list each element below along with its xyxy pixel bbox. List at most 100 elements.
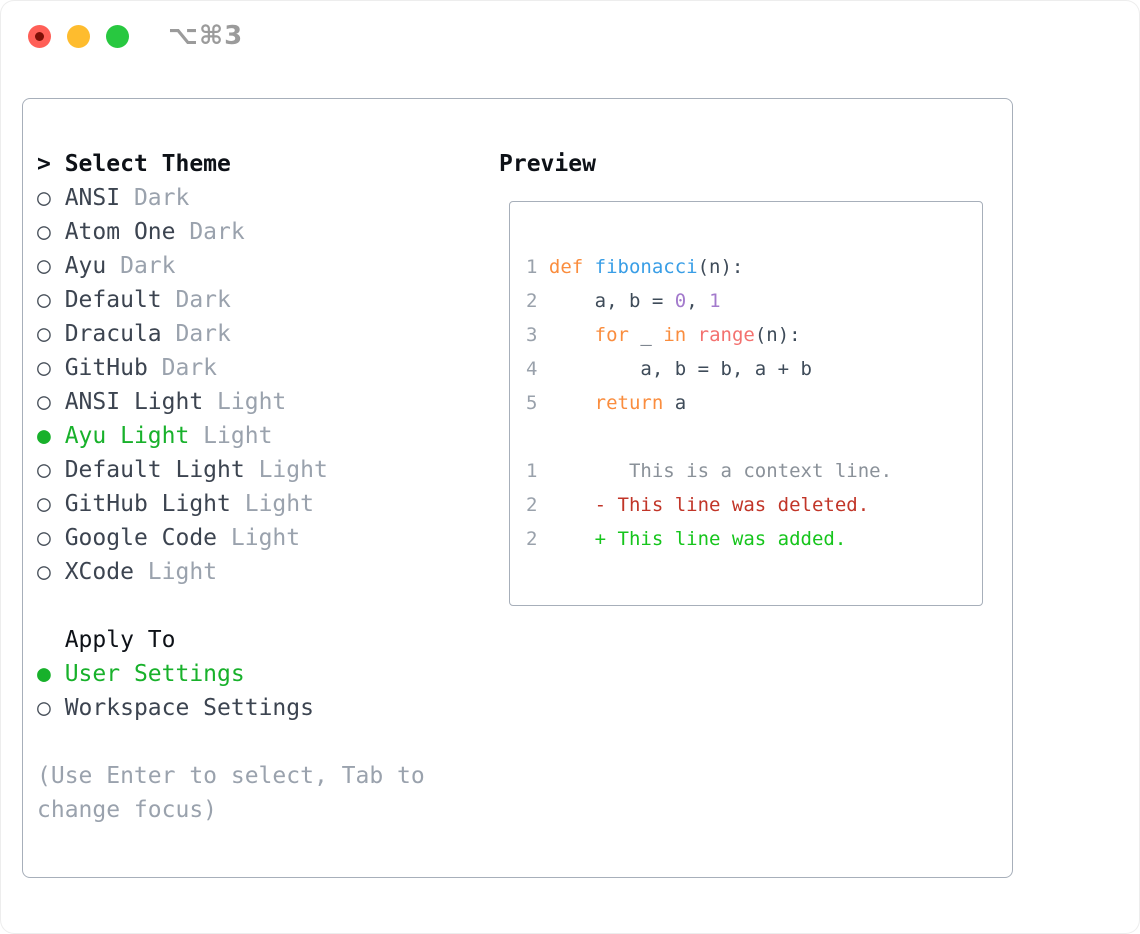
theme-variant-badge: Dark (161, 321, 231, 347)
code-line: 3 for _ in range(n): (526, 318, 892, 352)
theme-variant-badge: Light (203, 389, 287, 415)
theme-list-title: > Select Theme (37, 147, 328, 181)
radio-icon: ○ (37, 457, 65, 483)
radio-icon: ○ (37, 525, 65, 551)
apply-to-title: Apply To (37, 623, 314, 657)
code-line: 5 return a (526, 386, 892, 420)
theme-option[interactable]: ○ GitHub Dark (37, 351, 328, 385)
apply-to-title-label: Apply To (64, 627, 176, 653)
theme-variant-badge: Light (230, 491, 314, 517)
code-token: a, b = b, a + b (548, 358, 812, 380)
theme-name: Default (64, 287, 162, 313)
theme-name: Dracula (64, 321, 162, 347)
theme-option[interactable]: ○ XCode Light (37, 555, 328, 589)
theme-option[interactable]: ○ Atom One Dark (37, 215, 328, 249)
preview-title: Preview (499, 151, 596, 177)
radio-icon: ○ (37, 389, 65, 415)
theme-name: Ayu Light (64, 423, 190, 449)
theme-variant-badge: Light (217, 525, 301, 551)
apply-to-section: Apply To● User Settings○ Workspace Setti… (37, 623, 314, 725)
line-number: 2 (526, 290, 549, 312)
code-token: 0 (674, 290, 687, 312)
line-number: 3 (526, 324, 549, 346)
code-token (549, 392, 595, 414)
line-number: 4 (526, 358, 549, 380)
theme-option[interactable]: ○ Default Dark (37, 283, 328, 317)
theme-name: Default Light (64, 457, 245, 483)
code-token (686, 324, 697, 346)
theme-name: Atom One (64, 219, 176, 245)
theme-name: GitHub (64, 355, 148, 381)
code-token: fibonacci (594, 256, 698, 278)
theme-list: > Select Theme○ ANSI Dark○ Atom One Dark… (37, 147, 328, 589)
line-number: 5 (526, 392, 549, 414)
radio-selected-icon: ● (37, 423, 65, 449)
window-shortcut-label: ⌥⌘3 (168, 21, 244, 51)
radio-icon: ○ (37, 695, 65, 721)
theme-variant-badge: Light (244, 457, 328, 483)
theme-option[interactable]: ● Ayu Light Light (37, 419, 328, 453)
theme-name: ANSI (64, 185, 121, 211)
theme-option[interactable]: ○ ANSI Dark (37, 181, 328, 215)
diff-text: + This line was added. (537, 528, 847, 550)
code-token: (n): (697, 256, 744, 278)
footer-hint: (Use Enter to select, Tab to change focu… (37, 763, 425, 823)
theme-name: Ayu (64, 253, 107, 279)
code-token: (n): (754, 324, 801, 346)
theme-variant-badge: Light (189, 423, 273, 449)
code-line: 4 a, b = b, a + b (526, 352, 892, 386)
radio-icon: ○ (37, 253, 65, 279)
minimize-button[interactable] (67, 25, 90, 48)
theme-name: XCode (64, 559, 134, 585)
theme-variant-badge: Dark (161, 287, 231, 313)
theme-name: GitHub Light (64, 491, 231, 517)
code-token: 1 (709, 290, 721, 312)
code-token: a (663, 392, 687, 414)
radio-icon: ○ (37, 287, 65, 313)
code-token: def (548, 256, 595, 278)
theme-option[interactable]: ○ Dracula Dark (37, 317, 328, 351)
radio-icon: ○ (37, 321, 65, 347)
theme-name: Google Code (64, 525, 218, 551)
code-line: 2 a, b = 0, 1 (526, 284, 892, 318)
line-number: 2 (526, 494, 538, 516)
radio-icon: ○ (37, 185, 65, 211)
code-token: , (686, 290, 710, 312)
diff-line: 2 + This line was added. (526, 522, 892, 556)
close-button[interactable] (28, 25, 51, 48)
apply-to-option[interactable]: ○ Workspace Settings (37, 691, 314, 725)
line-number: 1 (526, 460, 538, 482)
apply-to-option[interactable]: ● User Settings (37, 657, 314, 691)
theme-variant-badge: Dark (175, 219, 245, 245)
unsaved-dot-icon (35, 32, 44, 41)
theme-variant-badge: Dark (147, 355, 218, 381)
apply-to-option-label: User Settings (64, 661, 245, 687)
diff-line: 1 This is a context line. (526, 454, 892, 488)
blank-line (526, 420, 892, 454)
theme-name: ANSI Light (64, 389, 204, 415)
theme-variant-badge: Light (133, 559, 218, 585)
theme-option[interactable]: ○ Default Light Light (37, 453, 328, 487)
diff-line: 2 - This line was deleted. (526, 488, 892, 522)
theme-option[interactable]: ○ ANSI Light Light (37, 385, 328, 419)
code-token: in (663, 324, 687, 346)
radio-icon: ○ (37, 491, 65, 517)
radio-icon: ○ (37, 219, 65, 245)
theme-option[interactable]: ○ GitHub Light Light (37, 487, 328, 521)
code-token: range (697, 324, 755, 346)
code-line: 1 def fibonacci(n): (526, 250, 892, 284)
radio-selected-icon: ● (37, 661, 65, 687)
diff-text: - This line was deleted. (537, 494, 870, 516)
zoom-button[interactable] (106, 25, 129, 48)
theme-option[interactable]: ○ Ayu Dark (37, 249, 328, 283)
theme-variant-badge: Dark (106, 253, 176, 279)
code-token: return (594, 392, 664, 414)
code-token: for (594, 324, 629, 346)
theme-option[interactable]: ○ Google Code Light (37, 521, 328, 555)
radio-icon: ○ (37, 559, 65, 585)
theme-list-title-label: Select Theme (64, 151, 231, 177)
line-number: 2 (526, 528, 538, 550)
